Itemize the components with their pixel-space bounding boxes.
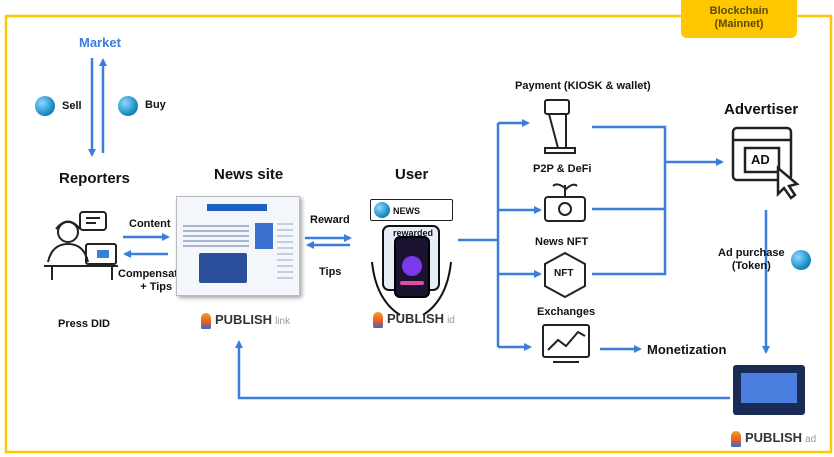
publish-logo-mark: [731, 430, 741, 447]
user-phone-icon: [371, 225, 452, 316]
exchanges-label: Exchanges: [537, 306, 596, 318]
sell-label: Sell: [62, 100, 82, 112]
user-label: User: [395, 166, 429, 183]
p2p-money-icon: [544, 183, 586, 222]
publish-brand: PUBLISH: [215, 312, 273, 327]
laptop-screen-content: [741, 373, 797, 403]
payment-to-advertiser: [592, 125, 667, 276]
advertiser-ad-icon: [731, 126, 800, 200]
badge-line1: Blockchain: [709, 5, 769, 17]
payment-label: Payment (KIOSK & wallet): [515, 80, 651, 92]
ad-purchase-label: Ad purchase (Token): [718, 247, 785, 273]
nft-hexagon-icon: [544, 251, 586, 299]
publish-logo-mark: [201, 312, 211, 329]
sell-token-icon: [35, 96, 55, 116]
news-nft-label: News NFT: [535, 236, 589, 248]
ad-purchase-line2: (Token): [731, 260, 771, 272]
arrow-ad-to-newssite: [235, 340, 730, 400]
reporter-icon: [44, 211, 118, 280]
nft-glyph: NFT: [554, 268, 574, 279]
news-rewarded-text: NEWS rewarded: [393, 206, 434, 238]
compensation-line2: + Tips: [140, 281, 173, 293]
screenshot-text-block: [183, 225, 249, 247]
screenshot-device-image: [199, 253, 247, 283]
p2p-defi-label: P2P & DeFi: [533, 163, 592, 175]
blockchain-mainnet-badge: Blockchain (Mainnet): [681, 0, 797, 38]
reporter-laptop-accent: [97, 250, 109, 258]
monetization-label: Monetization: [647, 342, 727, 357]
news-site-screenshot: [176, 196, 300, 296]
ad-purchase-line1: Ad purchase: [718, 247, 785, 259]
ad-glyph: AD: [751, 152, 770, 167]
reward-token-icon: [374, 202, 390, 218]
publish-suffix: link: [275, 316, 291, 327]
press-did-label: Press DID: [58, 318, 110, 330]
kiosk-icon: [544, 99, 576, 154]
buy-label: Buy: [145, 99, 166, 111]
publish-suffix: ad: [805, 434, 817, 445]
ad-token-icon: [791, 250, 811, 270]
buy-token-icon: [118, 96, 138, 116]
news-rewarded-toast: NEWS rewarded: [370, 199, 453, 238]
publish-ad-laptop: [733, 365, 805, 415]
compensation-line1: Compensation: [118, 268, 195, 280]
exchanges-chart-icon: [542, 324, 590, 363]
market-label: Market: [79, 35, 121, 50]
screenshot-header-bar: [207, 204, 267, 211]
mainnet-frame: [4, 14, 833, 454]
reward-label: Reward: [310, 214, 350, 226]
screenshot-ad-panel-2: [277, 223, 293, 283]
content-label: Content: [129, 218, 171, 230]
publish-suffix: id: [447, 315, 455, 326]
reporters-label: Reporters: [59, 170, 130, 187]
publish-brand: PUBLISH: [745, 430, 803, 445]
compensation-label: Compensation + Tips: [118, 268, 194, 294]
advertiser-label: Advertiser: [724, 101, 799, 118]
badge-line2: (Mainnet): [714, 18, 764, 30]
screenshot-ad-panel: [255, 223, 273, 249]
publish-logo-mark: [373, 311, 383, 328]
tips-label: Tips: [319, 266, 342, 278]
publish-brand: PUBLISH: [387, 311, 445, 326]
news-site-label: News site: [214, 166, 284, 183]
